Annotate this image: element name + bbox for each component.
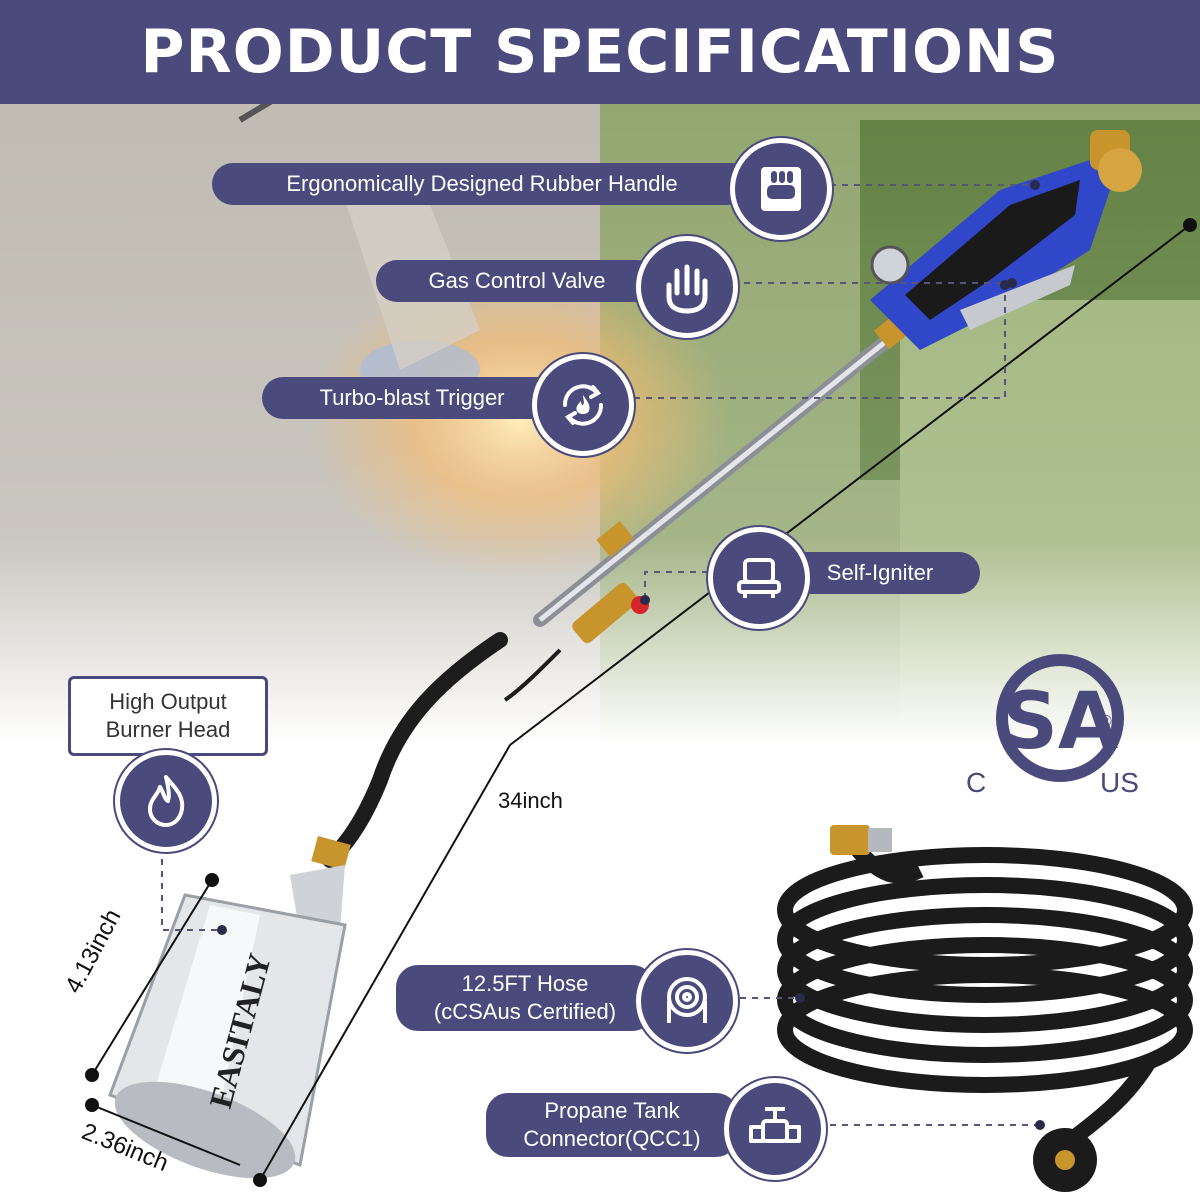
valve-label-text: Gas Control Valve [428,268,606,293]
flame-icon [115,750,217,852]
connector-label: Propane Tank Connector(QCC1) [486,1093,738,1157]
connector-label-line2: Connector(QCC1) [523,1126,701,1151]
handle-label-text: Ergonomically Designed Rubber Handle [286,171,678,196]
igniter-icon [708,527,810,629]
hose-label: 12.5FT Hose (cCSAus Certified) [396,965,654,1031]
csa-certification-logo: SA C US ® [966,654,1139,798]
flame-cycle-icon [532,354,634,456]
connector-label-line1: Propane Tank [544,1098,680,1123]
hand-grip-icon [730,138,832,240]
trigger-label: Turbo-blast Trigger [262,377,562,419]
hose-label-line1: 12.5FT Hose [461,971,589,996]
csa-registered-mark: ® [1100,713,1112,730]
length-dimension: 34inch [498,788,563,813]
handle-label: Ergonomically Designed Rubber Handle [212,163,752,205]
igniter-label: Self-Igniter [780,552,980,594]
trigger-label-text: Turbo-blast Trigger [319,385,505,410]
burner-label-line2: Burner Head [105,717,231,742]
hose-reel-icon [636,950,738,1052]
csa-right-text: US [1100,767,1139,798]
csa-left-text: C [966,767,986,798]
csa-mark-text: SA [1002,677,1119,767]
pipe-valve-icon [724,1078,826,1180]
hose-label-line2: (cCSAus Certified) [433,999,617,1024]
hand-stop-icon [636,236,738,338]
burner-label: High Output Burner Head [68,676,268,756]
title-banner: PRODUCT SPECIFICATIONS [0,0,1200,104]
page-title: PRODUCT SPECIFICATIONS [140,17,1060,87]
valve-label: Gas Control Valve [376,260,658,302]
igniter-label-text: Self-Igniter [826,560,934,585]
burner-label-line1: High Output [109,689,227,714]
